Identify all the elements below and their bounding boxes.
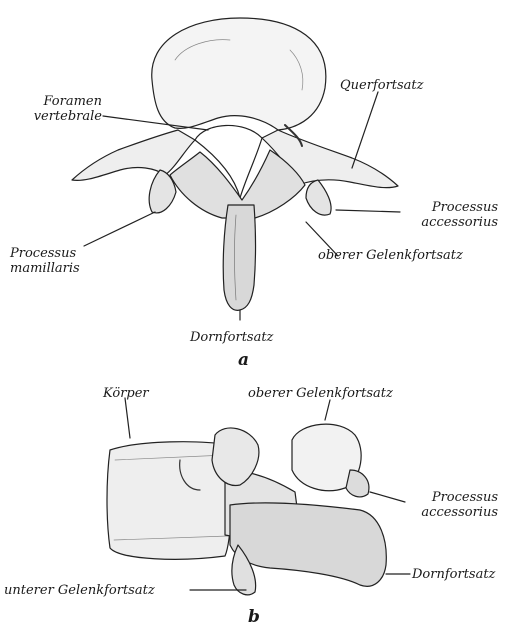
label-oberer-gelenkfortsatz-b: oberer Gelenkfortsatz [248,386,393,401]
panel-letter-a: a [238,350,249,370]
processus-accessorius-b [346,470,369,497]
label-foramen-line2: vertebrale [20,109,102,124]
label-accessorius-a-line2: accessorius [410,215,498,230]
label-processus-accessorius-a: Processus accessorius [410,200,498,230]
label-foramen-line1: Foramen [20,94,102,109]
label-dornfortsatz-b: Dornfortsatz [412,567,495,582]
label-accessorius-b-line2: accessorius [410,505,498,520]
label-accessorius-b-line1: Processus [410,490,498,505]
spinous-process [223,205,255,310]
label-dornfortsatz-a: Dornfortsatz [190,330,273,345]
label-accessorius-a-line1: Processus [410,200,498,215]
vertebral-body-a [152,18,326,130]
right-processus-accessorius [306,180,331,215]
label-querfortsatz: Querfortsatz [340,78,424,93]
label-oberer-gelenkfortsatz-a: oberer Gelenkfortsatz [318,248,463,263]
label-processus-accessorius-b: Processus accessorius [410,490,498,520]
panel-letter-b: b [248,607,260,627]
label-unterer-gelenkfortsatz: unterer Gelenkfortsatz [4,583,155,598]
label-koerper: Körper [103,386,149,401]
label-foramen-vertebrale: Foramen vertebrale [20,94,102,124]
vertebra-lateral-view [107,398,410,595]
label-mamillaris-line2: mamillaris [10,261,80,276]
label-processus-mamillaris: Processus mamillaris [10,246,80,276]
label-mamillaris-line1: Processus [10,246,80,261]
vertebra-superior-view [72,18,400,320]
